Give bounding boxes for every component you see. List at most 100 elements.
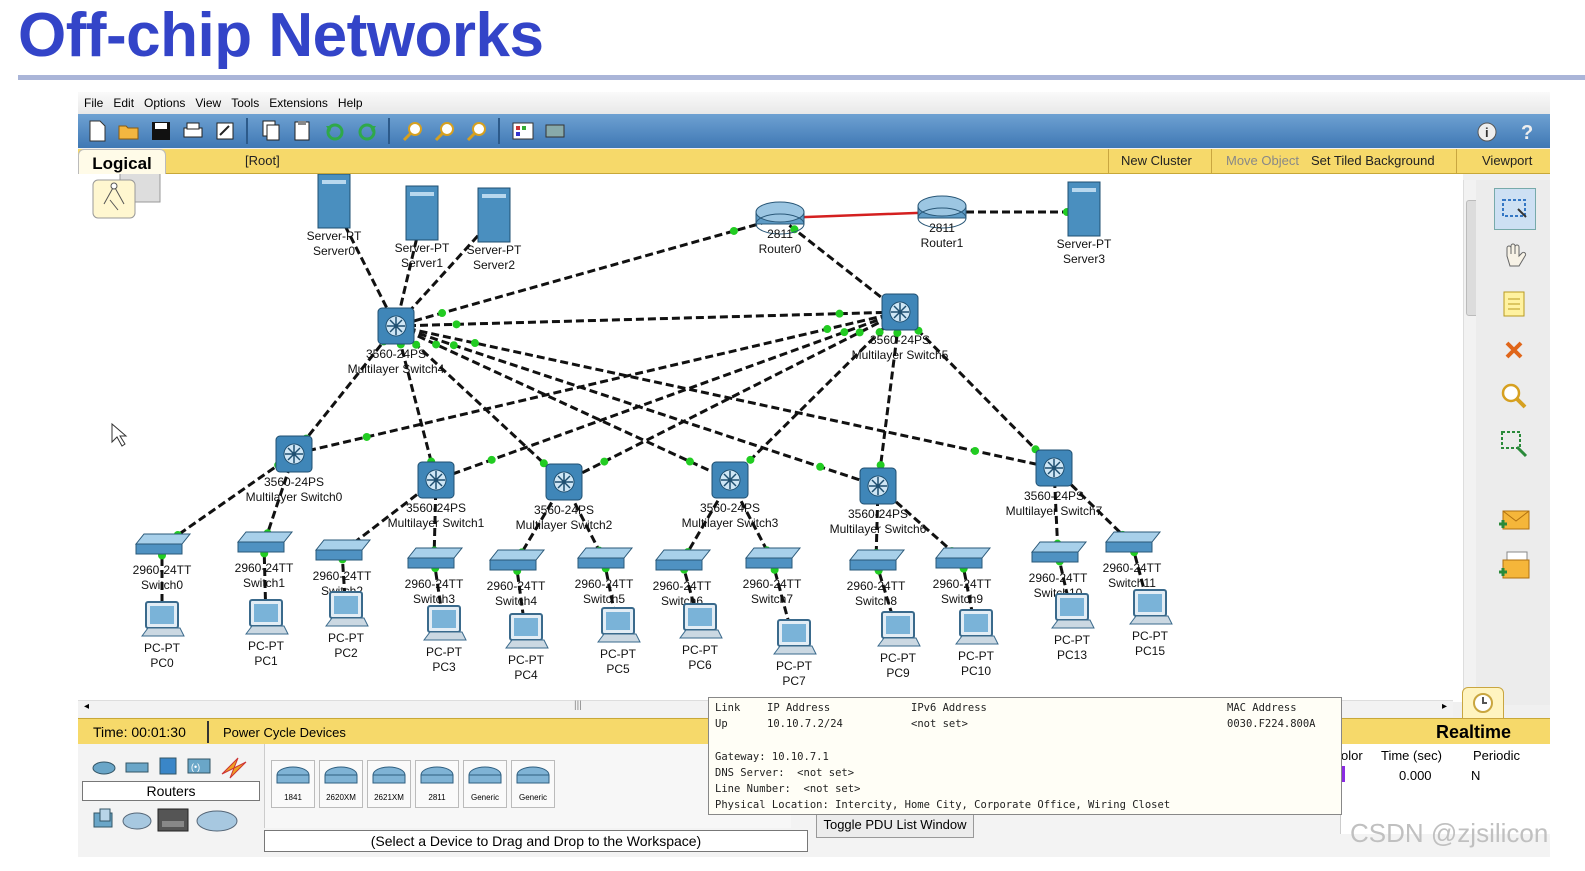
toggle-pdu-list-button[interactable]: Toggle PDU List Window [816, 812, 974, 838]
zoom-in-icon[interactable] [400, 118, 426, 144]
device-model-generic[interactable]: Generic [511, 760, 555, 808]
menu-tools[interactable]: Tools [231, 96, 260, 110]
help-icon[interactable]: ? [1514, 119, 1540, 145]
link-ms5-ms6[interactable] [876, 311, 902, 487]
scroll-right-icon[interactable]: ▸ [1442, 701, 1448, 712]
device-model-1841[interactable]: 1841 [271, 760, 315, 808]
move-object-button[interactable]: Move Object [1226, 153, 1299, 168]
root-breadcrumb[interactable]: [Root] [245, 153, 280, 168]
delete-icon[interactable] [1494, 330, 1534, 370]
redo-icon[interactable] [354, 118, 380, 144]
link-ms4-ms7[interactable] [395, 324, 1055, 470]
link-ms4-ms5[interactable] [395, 309, 901, 329]
viewport-button[interactable]: Viewport [1482, 153, 1533, 168]
resize-shape-icon[interactable] [1494, 424, 1534, 464]
end-device-category-icons[interactable] [92, 807, 252, 841]
palette-icon[interactable] [510, 118, 536, 144]
menu-file[interactable]: File [84, 96, 104, 110]
activity-wizard-icon[interactable] [212, 118, 238, 144]
copy-icon[interactable] [258, 118, 284, 144]
link-ms5-ms2[interactable] [563, 310, 901, 484]
link-ms4-ms2[interactable] [394, 324, 566, 484]
undo-icon[interactable] [322, 118, 348, 144]
device-category-icons[interactable]: (•) [90, 754, 250, 780]
menu-extensions[interactable]: Extensions [269, 96, 328, 110]
realtime-clock-icon[interactable] [1462, 687, 1504, 719]
realtime-mode-label[interactable]: Realtime [1436, 722, 1512, 742]
add-simple-pdu-icon[interactable] [1494, 500, 1534, 540]
menu-help[interactable]: Help [337, 96, 363, 110]
menu-view[interactable]: View [195, 96, 222, 110]
select-icon[interactable] [1494, 188, 1536, 230]
paste-icon[interactable] [290, 118, 316, 144]
link-ms5-ms0[interactable] [293, 310, 901, 456]
zoom-out-icon[interactable] [464, 118, 490, 144]
device-model-2620xm[interactable]: 2620XM [319, 760, 363, 808]
custom-device-icon[interactable] [542, 118, 568, 144]
save-icon[interactable] [148, 118, 174, 144]
power-cycle-devices-button[interactable]: Power Cycle Devices [223, 725, 346, 740]
inspect-icon[interactable] [1494, 376, 1534, 416]
menu-options[interactable]: Options [144, 96, 186, 110]
device-model-2621xm[interactable]: 2621XM [367, 760, 411, 808]
set-tiled-background-button[interactable]: Set Tiled Background [1311, 153, 1435, 168]
device-model-2811[interactable]: 2811 [415, 760, 459, 808]
menu-edit[interactable]: Edit [113, 96, 135, 110]
link-ms4-ms3[interactable] [395, 324, 731, 482]
print-icon[interactable] [180, 118, 206, 144]
device-model-generic[interactable]: Generic [463, 760, 507, 808]
scroll-grip-icon[interactable]: ||| [574, 700, 582, 711]
hand-move-icon[interactable] [1494, 236, 1534, 276]
device-sw10[interactable]: 2960-24TTSwitch10 [1029, 541, 1088, 600]
add-complex-pdu-icon[interactable] [1494, 546, 1534, 586]
new-cluster-button[interactable]: New Cluster [1121, 153, 1192, 168]
link-ms5-ms3[interactable] [728, 310, 902, 482]
new-file-icon[interactable] [84, 118, 110, 144]
open-folder-icon[interactable] [116, 118, 142, 144]
zoom-reset-icon[interactable] [432, 118, 458, 144]
device-sw2[interactable]: 2960-24TTSwitch2 [313, 539, 372, 598]
link-ms5-ms1[interactable] [435, 310, 901, 482]
info-icon[interactable]: i [1474, 119, 1500, 145]
link-r0-ms4[interactable] [395, 216, 781, 328]
navigation-thumbnail[interactable] [92, 171, 161, 219]
